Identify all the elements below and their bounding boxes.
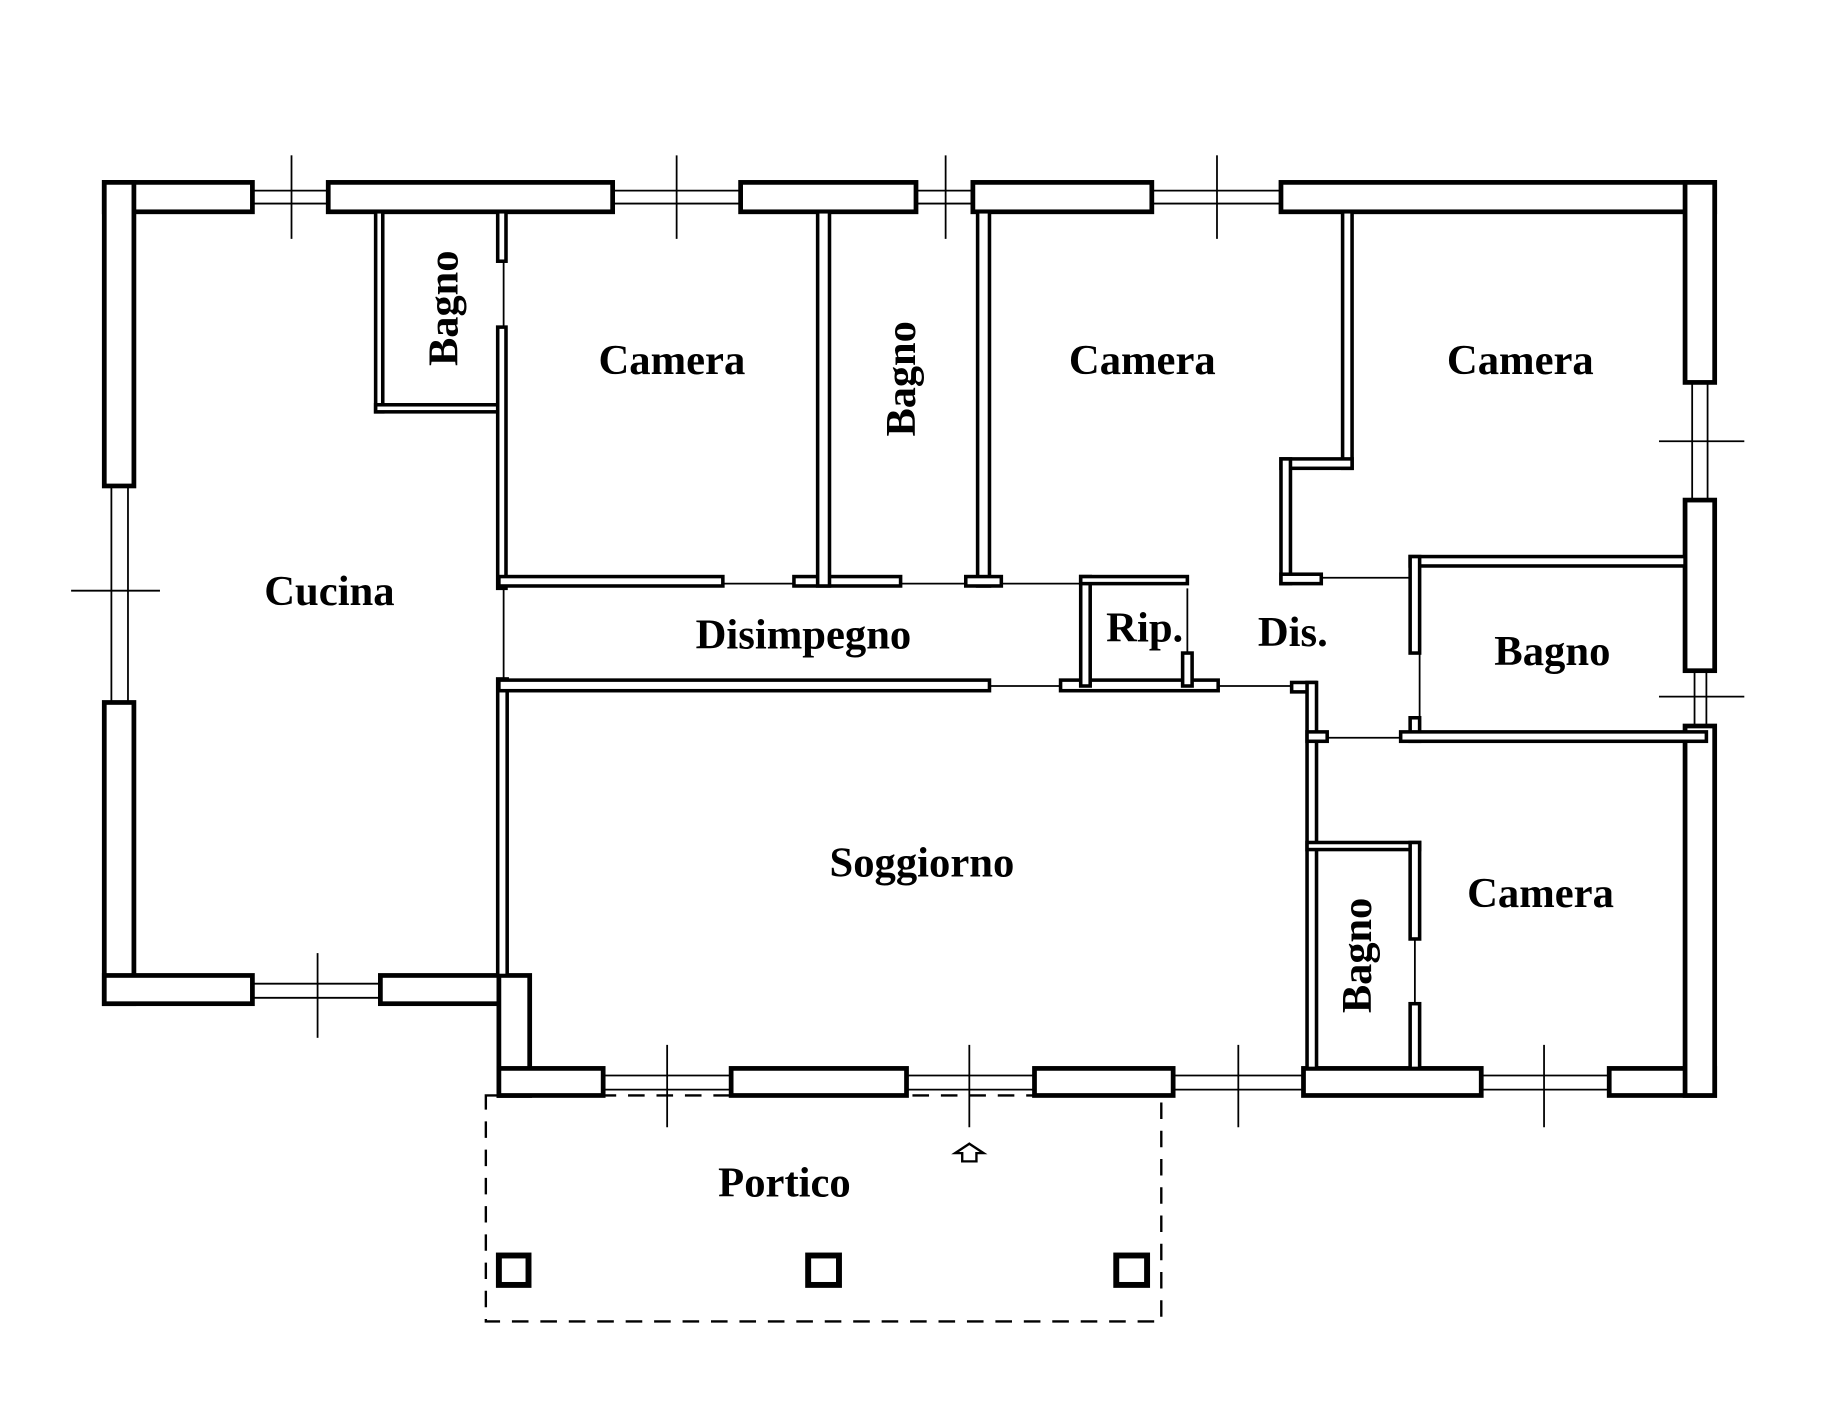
pillar (805, 1252, 842, 1288)
room-label-disimpegno: Disimpegno (696, 611, 912, 658)
interior-walls (373, 210, 1709, 1071)
room-label-camera: Camera (598, 337, 745, 384)
room-label-ripostiglio: Rip. (1106, 604, 1183, 651)
room-label-bagno: Bagno (420, 251, 467, 366)
room-label-bagno: Bagno (1334, 898, 1381, 1013)
room-label-portico: Portico (718, 1160, 851, 1207)
room-label-camera: Camera (1447, 337, 1594, 384)
room-label-dis: Dis. (1258, 609, 1328, 656)
pillar (495, 1252, 532, 1288)
pillar (1113, 1252, 1151, 1288)
entrance-arrow-icon (951, 1142, 988, 1163)
outer-walls (101, 180, 1718, 1098)
portico-outline (484, 1094, 1163, 1323)
room-label-camera: Camera (1467, 870, 1614, 917)
room-label-bagno: Bagno (1494, 628, 1610, 675)
room-label-soggiorno: Soggiorno (829, 840, 1014, 887)
room-label-bagno: Bagno (878, 321, 925, 436)
room-label-camera: Camera (1069, 337, 1216, 384)
room-label-cucina: Cucina (264, 568, 394, 615)
